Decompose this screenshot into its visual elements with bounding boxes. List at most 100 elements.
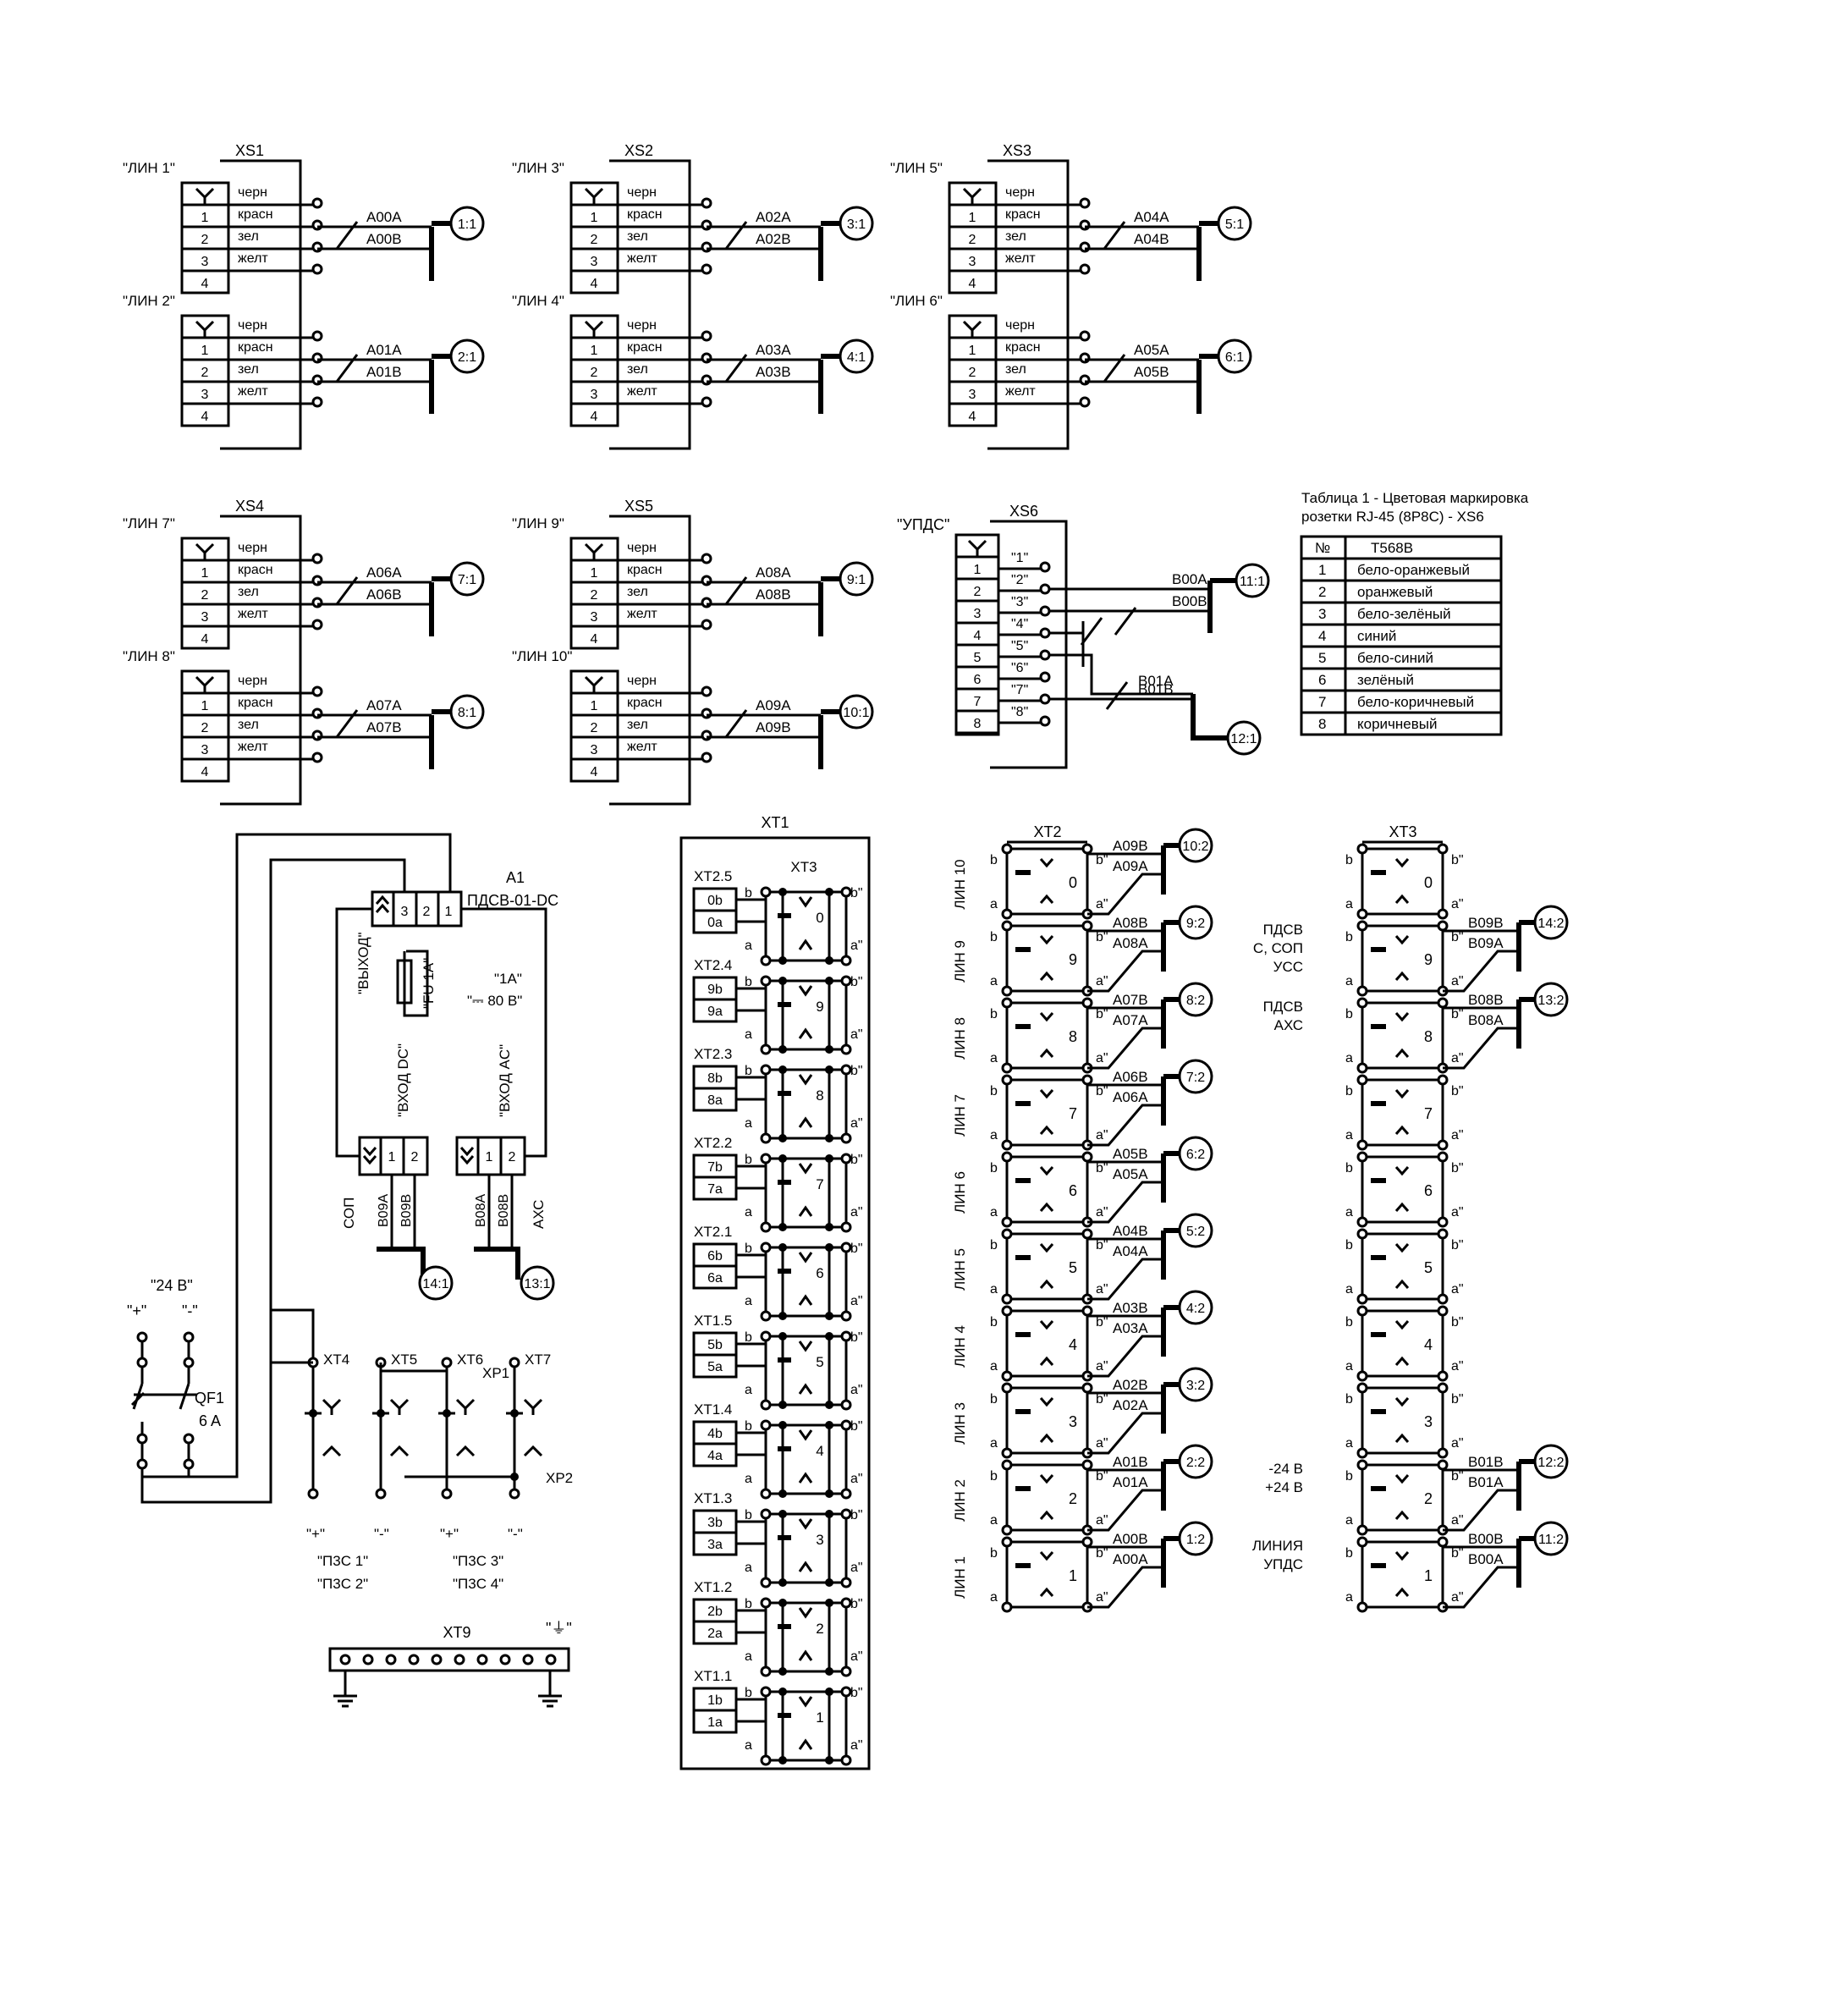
side-a: a bbox=[990, 1590, 998, 1605]
reference-label: 3:2 bbox=[1186, 1379, 1205, 1393]
side-bq: b" bbox=[1096, 1392, 1108, 1407]
side-bq: b" bbox=[850, 1153, 863, 1167]
line-label: ЛИН 4 bbox=[952, 1325, 968, 1368]
side-b: b bbox=[990, 1007, 998, 1021]
side-bq: b" bbox=[1096, 853, 1108, 867]
side-b: b bbox=[745, 1686, 752, 1700]
side-a: a bbox=[990, 1128, 998, 1142]
side-a: a bbox=[990, 1436, 998, 1451]
port-label: "ЛИН 4" bbox=[512, 293, 564, 309]
group-number: 7 bbox=[1069, 1105, 1077, 1122]
reference-bubble: 9:1 bbox=[839, 561, 874, 597]
wire-mark: B08A bbox=[474, 1194, 488, 1227]
side-b: b bbox=[990, 1084, 998, 1098]
pin-number: 3 bbox=[969, 255, 976, 269]
socket-xs2: XS2"ЛИН 3"1234чернкраснзелжелтA02AA02B3:… bbox=[512, 142, 874, 450]
port-label: "ЛИН 9" bbox=[512, 515, 564, 531]
pin-number: 3 bbox=[201, 255, 209, 269]
terminal-name: XT6 bbox=[457, 1352, 483, 1368]
side-bq: b" bbox=[1451, 930, 1464, 944]
group-label: XT1.4 bbox=[694, 1401, 732, 1418]
side-aq: a" bbox=[1451, 1051, 1464, 1065]
pin-label: "4" bbox=[1011, 617, 1028, 631]
wire-color: красн bbox=[238, 696, 273, 710]
pin-number: 4 bbox=[201, 632, 209, 647]
reference-bubble: 11:1 bbox=[1235, 563, 1270, 598]
pin-number: 3 bbox=[201, 388, 209, 402]
ground-label: "⏚" bbox=[546, 1620, 572, 1637]
side-bq: b" bbox=[1451, 1392, 1464, 1407]
side-bq: b" bbox=[1096, 1315, 1108, 1330]
reference-label: 3:1 bbox=[847, 217, 866, 232]
left-label: С, СОП bbox=[1253, 940, 1303, 956]
side-aq: a" bbox=[850, 1027, 863, 1042]
side-aq: a" bbox=[1451, 1282, 1464, 1297]
side-b: b bbox=[745, 1153, 752, 1167]
line-label: ЛИН 9 bbox=[952, 940, 968, 983]
port-label: "ЛИН 10" bbox=[512, 648, 572, 664]
minus-label: "-" bbox=[508, 1526, 523, 1542]
side-aq: a" bbox=[850, 1472, 863, 1486]
wire-color: желт bbox=[627, 740, 657, 754]
wire-mark: A01A bbox=[366, 342, 402, 358]
port-label: "ЛИН 2" bbox=[123, 293, 175, 309]
pin-number: 1 bbox=[201, 566, 209, 581]
side-aq: a" bbox=[850, 1738, 863, 1753]
wire-mark: B08A bbox=[1468, 1012, 1504, 1028]
group-number: 3 bbox=[1069, 1413, 1077, 1430]
pin-number: 6 bbox=[974, 673, 982, 687]
side-bq: b" bbox=[1096, 930, 1108, 944]
side-b: b bbox=[1345, 1469, 1353, 1484]
wire-color: зел bbox=[238, 585, 259, 599]
table-cell: бело-коричневый bbox=[1357, 694, 1474, 710]
group-number: 8 bbox=[816, 1087, 823, 1104]
group-number: 4 bbox=[816, 1443, 823, 1459]
side-bq: b" bbox=[850, 1686, 863, 1700]
side-b: b bbox=[990, 1392, 998, 1407]
wire-mark: A00B bbox=[366, 231, 402, 247]
socket-name: XS4 bbox=[235, 498, 264, 515]
side-aq: a" bbox=[1451, 1513, 1464, 1528]
wire-mark: A08A bbox=[756, 564, 791, 581]
pin-number: 2 bbox=[411, 1150, 419, 1164]
group-number: 5 bbox=[1069, 1259, 1077, 1276]
side-bq: b" bbox=[1451, 1469, 1464, 1484]
socket-name: XS1 bbox=[235, 142, 264, 159]
reference-label: 4:2 bbox=[1186, 1302, 1205, 1316]
reference-bubble: 3:1 bbox=[839, 206, 874, 241]
side-aq: a" bbox=[1451, 1128, 1464, 1142]
reference-label: 8:1 bbox=[458, 706, 476, 720]
wire-color: черн bbox=[238, 674, 267, 688]
wire-color: красн bbox=[238, 340, 273, 355]
side-aq: a" bbox=[850, 1294, 863, 1308]
pin-label: "6" bbox=[1011, 661, 1028, 675]
module-name: A1 bbox=[506, 869, 525, 886]
side-bq: b" bbox=[1451, 853, 1464, 867]
port-label: "ЛИН 7" bbox=[123, 515, 175, 531]
side-b: b bbox=[1345, 1546, 1353, 1561]
wire-mark: B00B bbox=[1172, 593, 1207, 609]
wire-mark: B01A bbox=[1138, 673, 1174, 689]
wire-color: черн bbox=[627, 674, 657, 688]
pin-number: 1 bbox=[201, 699, 209, 713]
reference-label: 14:2 bbox=[1537, 917, 1564, 931]
pin-label: 7a bbox=[707, 1182, 723, 1197]
socket-name: XS2 bbox=[624, 142, 653, 159]
table-cell: 2 bbox=[1318, 584, 1326, 600]
side-a: a bbox=[990, 1513, 998, 1528]
side-a: a bbox=[1345, 1590, 1353, 1605]
side-a: a bbox=[745, 1472, 752, 1486]
side-b: b bbox=[745, 1508, 752, 1522]
side-b: b bbox=[1345, 1392, 1353, 1407]
pin-label: 2b bbox=[707, 1605, 723, 1619]
socket-name: XS3 bbox=[1003, 142, 1031, 159]
pin-label: 6b bbox=[707, 1249, 723, 1264]
reference-bubble: 1:1 bbox=[449, 206, 485, 241]
wire-color: красн bbox=[1005, 340, 1041, 355]
